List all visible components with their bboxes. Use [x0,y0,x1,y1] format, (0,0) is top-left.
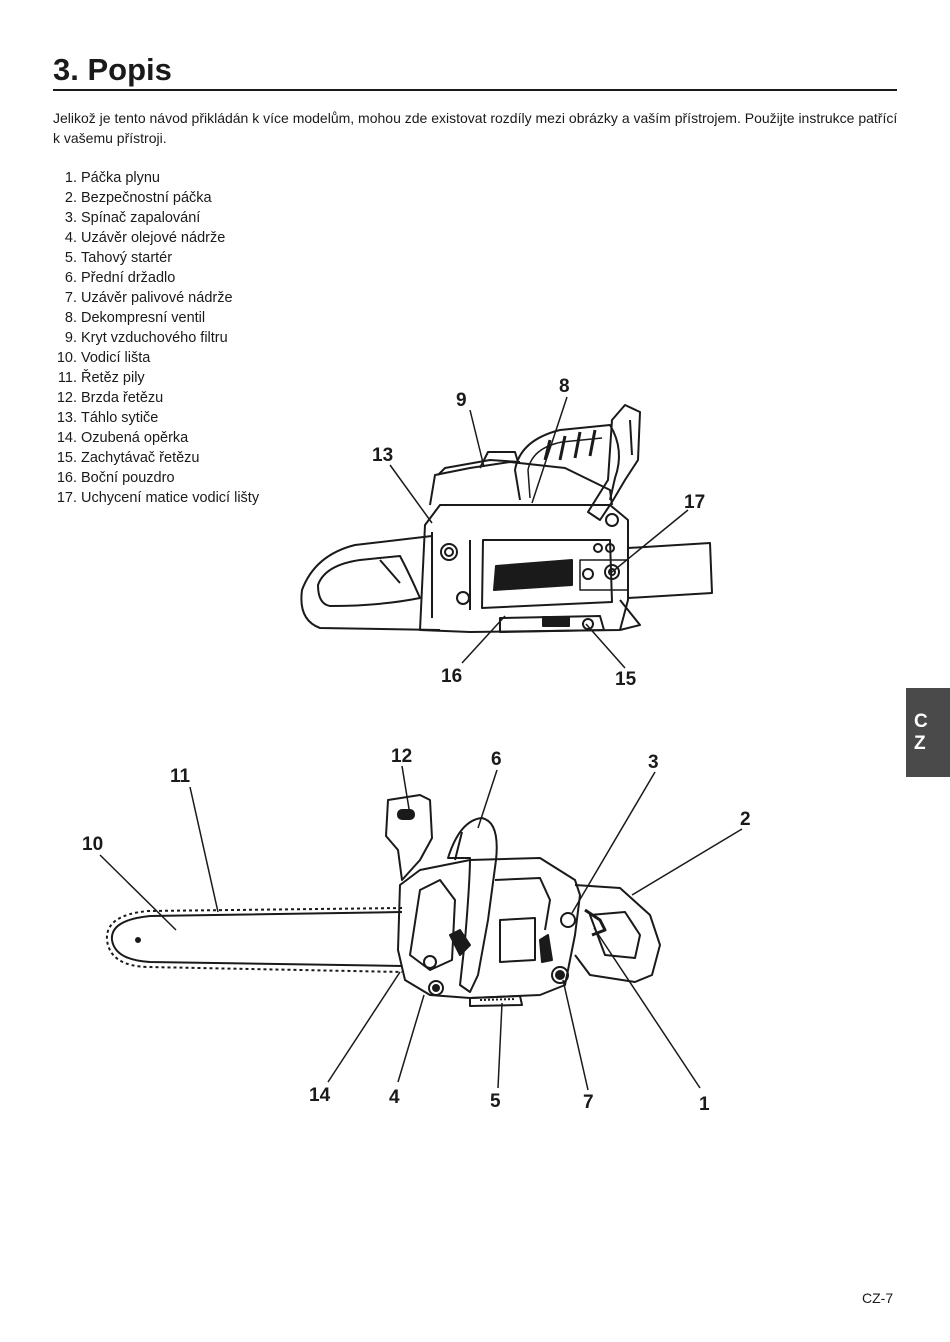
title-rule [53,89,897,91]
list-item: 16.Boční pouzdro [56,470,175,486]
page-title: 3. Popis [53,52,172,87]
list-item: 17.Uchycení matice vodicí lišty [56,490,260,506]
list-item: 15.Zachytávač řetězu [56,450,200,466]
list-item: 6.Přední držadlo [64,270,176,286]
callout-8: 8 [559,376,570,397]
callout-16: 16 [441,666,462,687]
list-item: 12.Brzda řetězu [56,390,164,406]
callout-7: 7 [583,1092,594,1113]
callout-15: 15 [615,669,637,690]
list-item: 2.Bezpečnostní páčka [64,190,212,206]
list-item: 10.Vodicí lišta [56,350,151,366]
list-item: 5.Tahový startér [64,250,173,266]
chainsaw-side-view-figure: 9 8 13 17 16 15 [300,376,713,690]
list-item: 13.Táhlo sytiče [56,410,159,426]
list-item: 1.Páčka plynu [64,170,160,186]
list-item: 7.Uzávěr palivové nádrže [64,290,233,306]
callout-5: 5 [490,1091,501,1112]
intro-paragraph: Jelikož je tento návod přikládán k více … [53,110,898,146]
callout-4: 4 [389,1087,400,1108]
page-number: CZ-7 [862,1290,894,1306]
list-item: 14.Ozubená opěrka [56,430,189,446]
callout-12: 12 [391,746,412,767]
callout-1: 1 [699,1094,710,1115]
callout-9: 9 [456,390,467,411]
callout-3: 3 [648,752,659,773]
list-item: 9.Kryt vzduchového filtru [64,330,228,346]
list-item: 11.Řetěz pily [57,370,145,386]
callout-14: 14 [309,1085,331,1106]
list-item: 3.Spínač zapalování [64,210,201,226]
list-item: 4.Uzávěr olejové nádrže [64,230,226,246]
callout-13: 13 [372,445,393,466]
callout-10: 10 [82,834,103,855]
language-tab: C Z [906,688,950,777]
callout-11: 11 [170,766,191,787]
callout-2: 2 [740,809,751,830]
callout-17: 17 [684,492,705,513]
parts-list: 1.Páčka plynu 2.Bezpečnostní páčka 3.Spí… [53,168,259,508]
list-item: 8.Dekompresní ventil [64,310,206,326]
callout-6: 6 [491,749,502,770]
